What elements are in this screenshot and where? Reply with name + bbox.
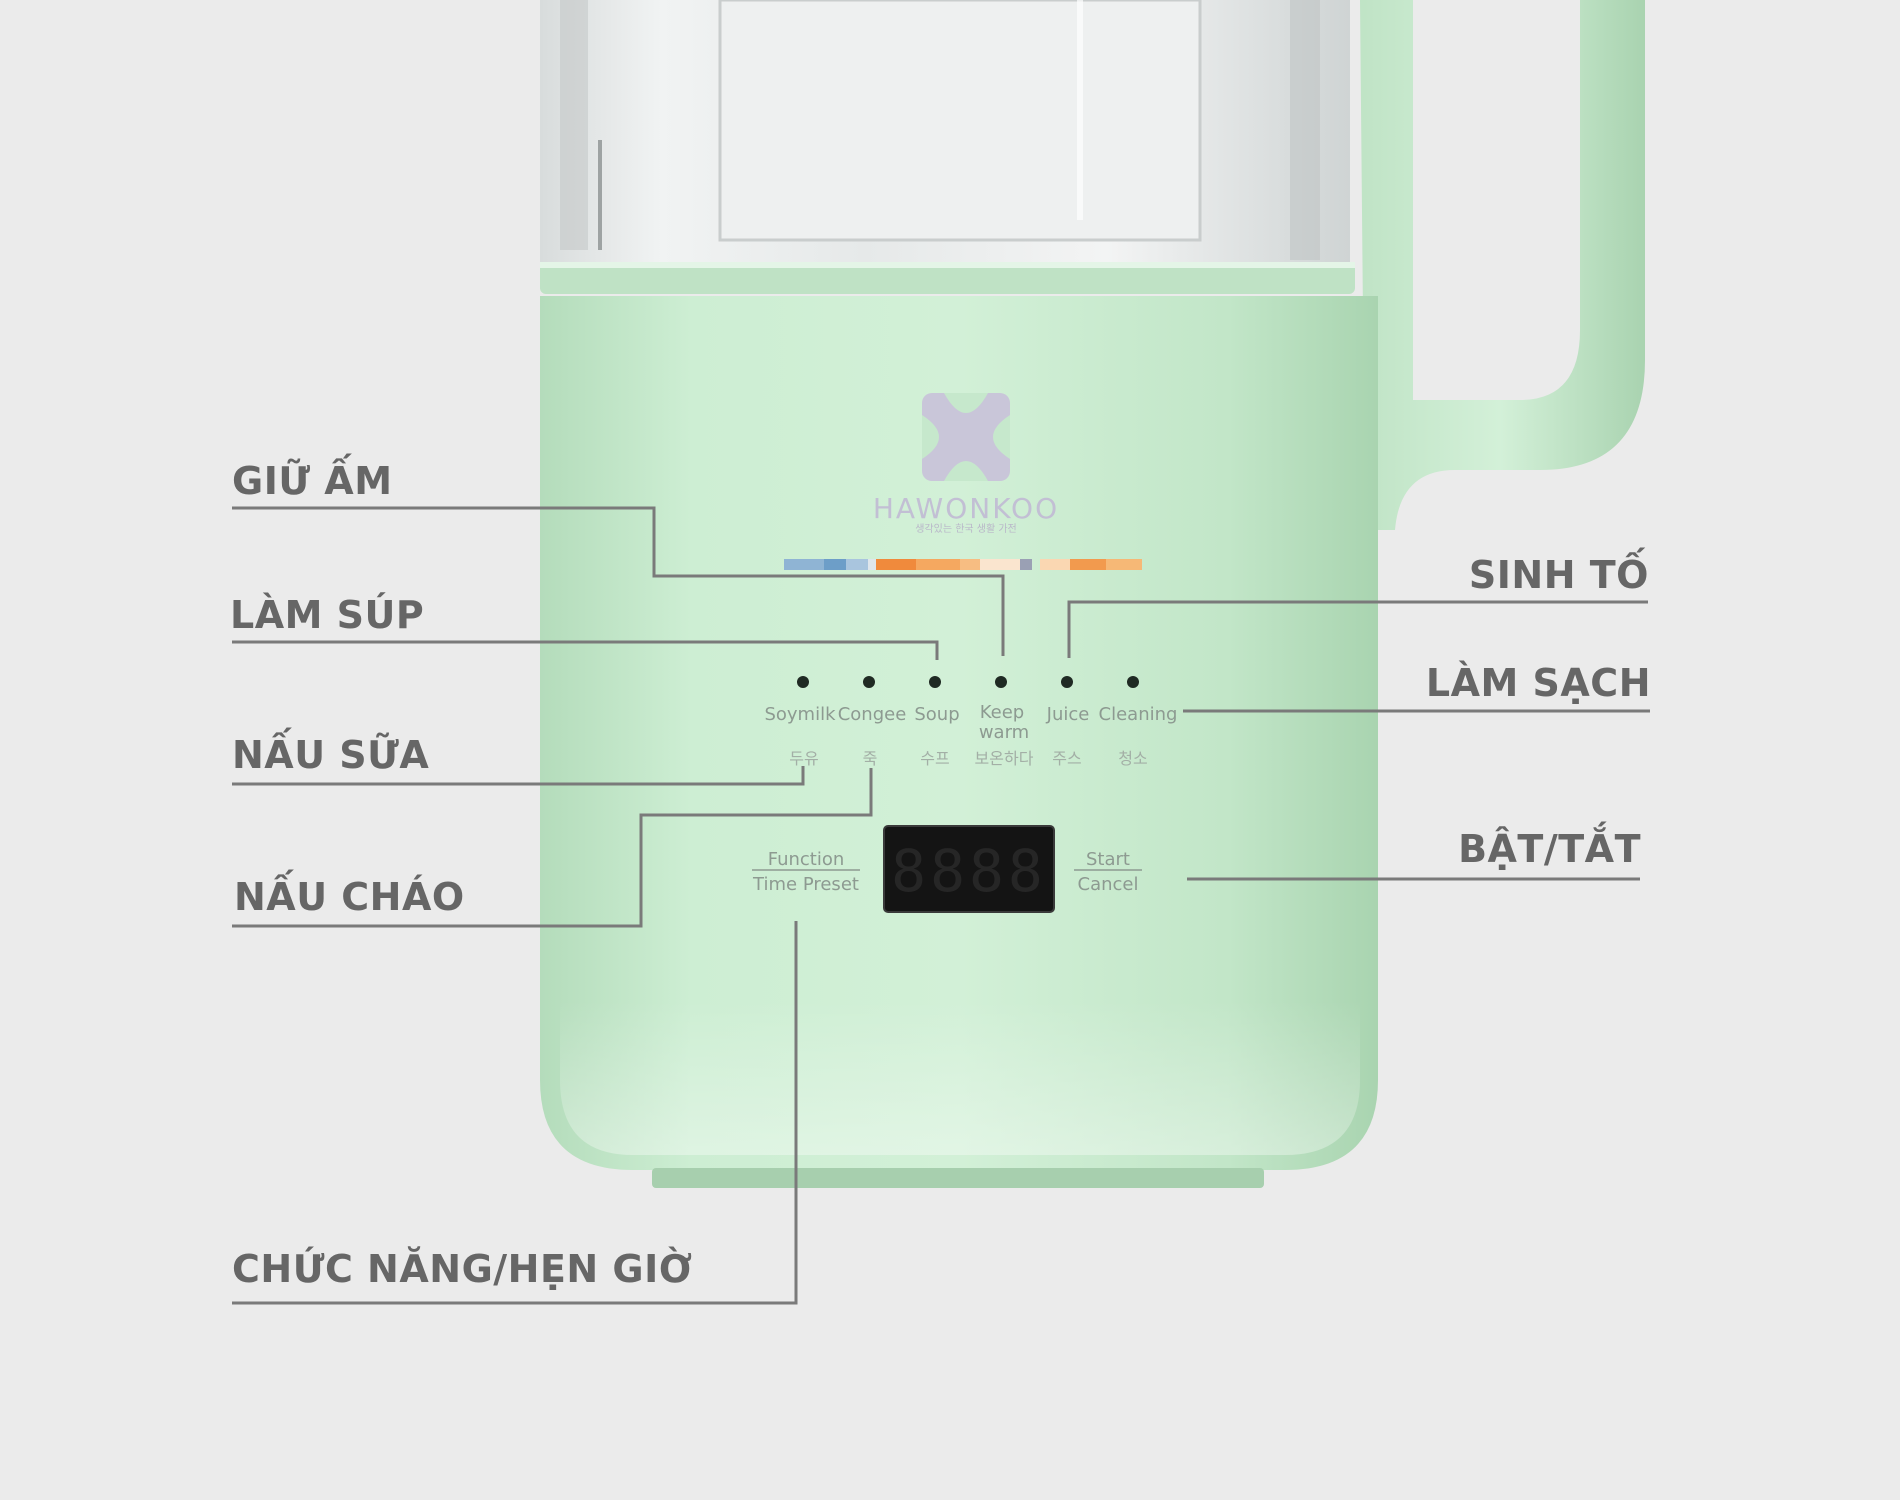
leader-lines (232, 506, 1650, 1305)
function-label: Function (768, 849, 845, 870)
mode-button-soup[interactable]: Soup (914, 704, 959, 725)
leader-keep-warm (232, 506, 1005, 656)
mode-button-cleaning[interactable]: Cleaning (1099, 704, 1178, 725)
indicator-congee (863, 676, 875, 688)
mode-button-soymilk[interactable]: Soymilk (764, 704, 836, 725)
mode-buttons: Soymilk Congee Soup Keep warm Juice Clea… (764, 702, 1177, 743)
function-timer-button[interactable]: Function Time Preset (752, 849, 860, 895)
leader-congee (232, 768, 873, 928)
logo-mark (922, 393, 1010, 481)
kr-label-soymilk: 두유 (789, 749, 818, 768)
callout-keep-warm: GIỮ ẤM (232, 459, 393, 503)
mode-button-juice[interactable]: Juice (1046, 704, 1090, 725)
glass-jar (540, 0, 1350, 270)
leader-smoothie (1067, 600, 1648, 658)
kr-label-keep-warm: 보온하다 (975, 749, 1034, 768)
kr-label-soup: 수프 (920, 749, 949, 768)
kr-label-cleaning: 청소 (1118, 749, 1147, 768)
indicator-soup (929, 676, 941, 688)
indicator-soymilk (797, 676, 809, 688)
indicator-cleaning (1127, 676, 1139, 688)
mode-button-keep-warm[interactable]: Keep (980, 702, 1024, 723)
korean-labels: 두유 죽 수프 보온하다 주스 청소 (789, 749, 1147, 768)
leader-soymilk (232, 766, 805, 786)
start-label: Start (1086, 849, 1130, 870)
callout-congee: NẤU CHÁO (234, 875, 465, 919)
leader-function-timer (232, 921, 798, 1305)
brand-name: HAWONKOO (873, 492, 1059, 525)
leader-soup (232, 640, 939, 660)
time-preset-label: Time Preset (752, 874, 859, 895)
cancel-label: Cancel (1078, 874, 1139, 895)
kr-label-juice: 주스 (1052, 749, 1081, 768)
start-cancel-button[interactable]: Start Cancel (1074, 849, 1142, 895)
kr-label-congee: 죽 (863, 749, 878, 768)
jar-rim (540, 262, 1355, 294)
callout-smoothie: SINH TỐ (1468, 553, 1649, 597)
callout-function-timer: CHỨC NĂNG/HẸN GIỜ (232, 1247, 693, 1291)
base-foot (652, 1168, 1264, 1188)
led-digits: 8888 (891, 837, 1047, 905)
callout-cleaning: LÀM SẠCH (1425, 661, 1651, 705)
decor-color-strip (784, 559, 1142, 570)
indicator-keep-warm (995, 676, 1007, 688)
mode-button-keep-warm-line2[interactable]: warm (979, 722, 1029, 743)
indicator-juice (1061, 676, 1073, 688)
brand-tagline: 생각있는 한국 생활 가전 (915, 522, 1017, 535)
base-body (540, 296, 1378, 1170)
callout-soup: LÀM SÚP (230, 593, 425, 637)
mode-indicators (797, 676, 1139, 688)
callout-power: BẬT/TẮT (1458, 827, 1641, 871)
led-display: 8888 (883, 825, 1055, 913)
mode-button-congee[interactable]: Congee (838, 704, 907, 725)
callout-soymilk: NẤU SỮA (232, 733, 430, 777)
